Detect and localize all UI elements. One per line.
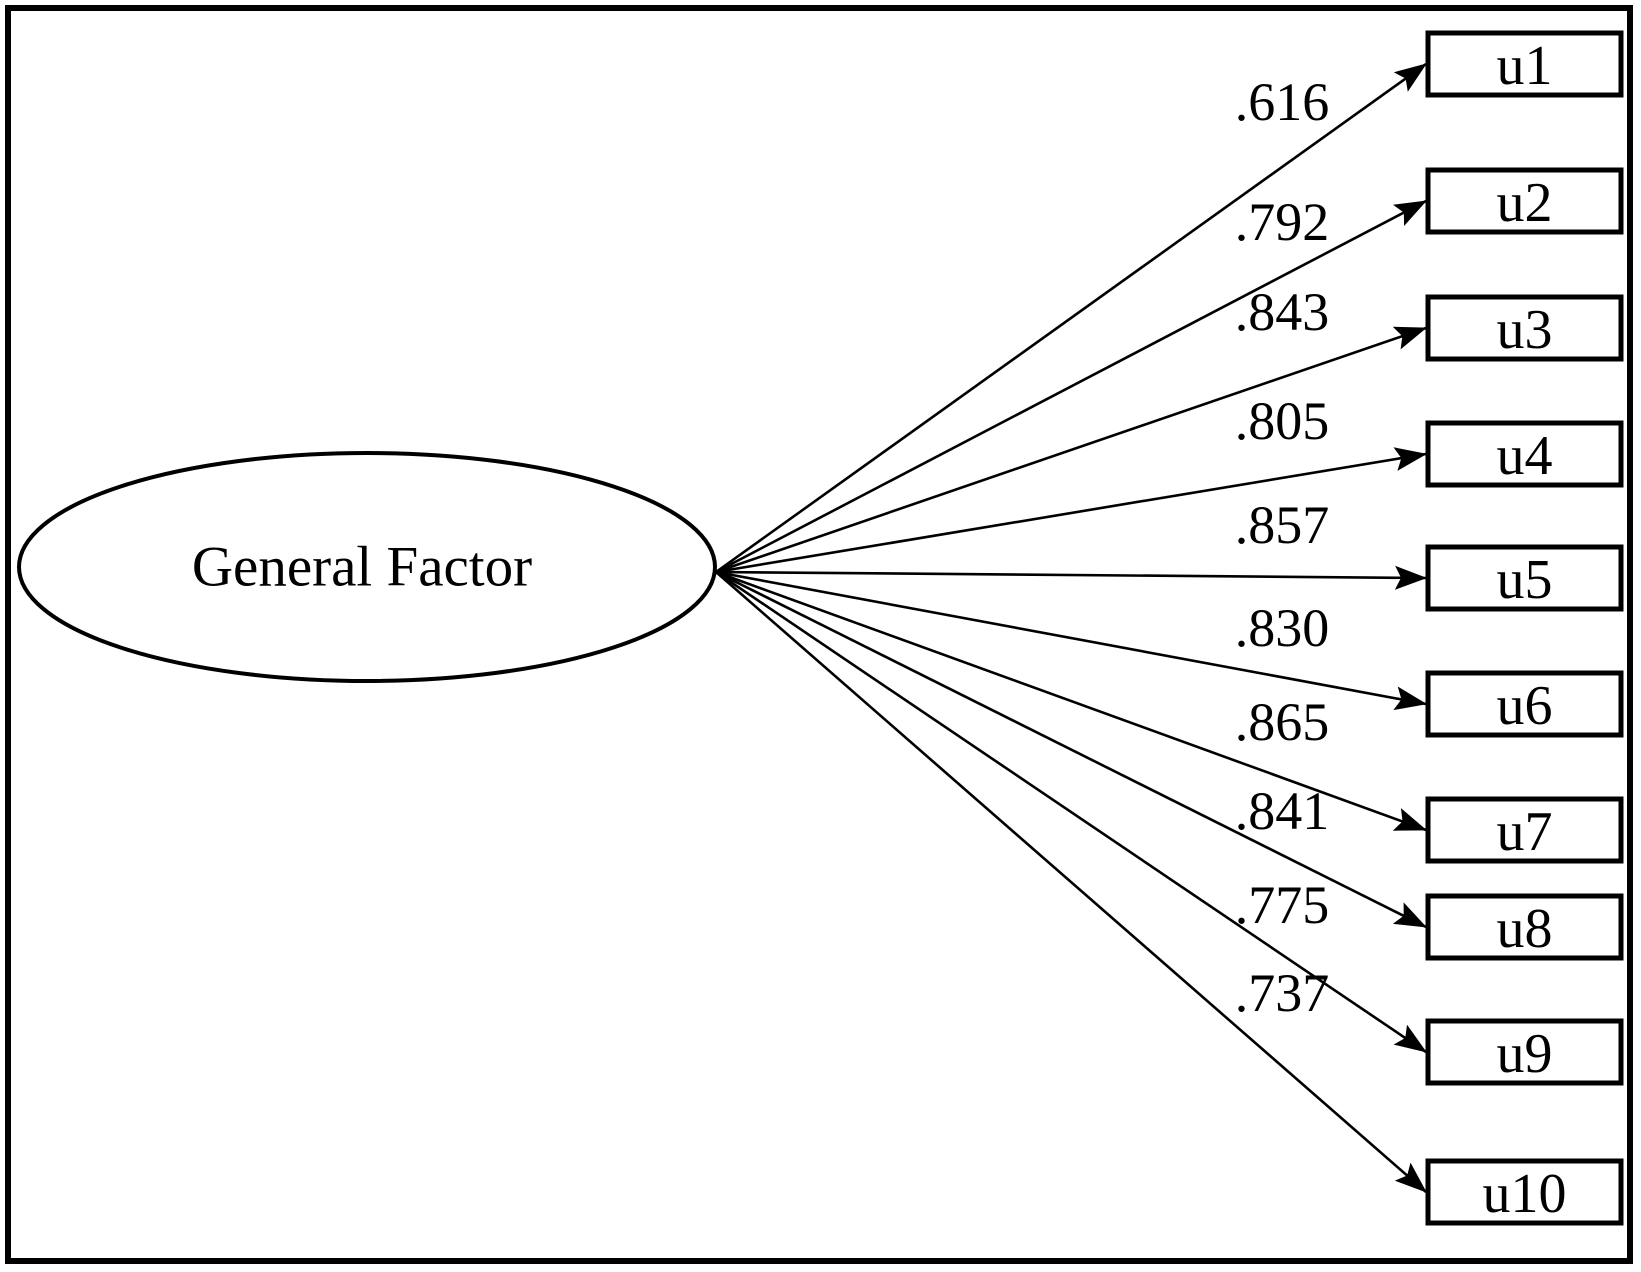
path-arrow-u8 (715, 570, 1427, 929)
indicator-box-u8 (1425, 893, 1624, 961)
indicator-box-u7 (1425, 796, 1624, 864)
loading-label-u8: .841 (1235, 781, 1330, 841)
indicator-box-u1 (1425, 30, 1624, 98)
loading-label-u1: .616 (1235, 72, 1330, 132)
indicator-label-u2: u2 (1497, 172, 1553, 234)
path-arrow-u2 (715, 199, 1427, 574)
indicator-label-u5: u5 (1497, 549, 1553, 611)
loading-labels-group: .616 .792 .843 .805 .857 .830 .865 .841 .775 .737 (1235, 72, 1330, 1023)
path-arrows-group (715, 62, 1427, 1193)
path-arrow-u5 (715, 565, 1427, 590)
indicator-label-u6: u6 (1497, 675, 1553, 737)
indicator-box-u10 (1425, 1158, 1624, 1226)
indicator-box-u3 (1425, 294, 1624, 362)
loading-label-u2: .792 (1235, 192, 1330, 252)
loading-label-u3: .843 (1235, 282, 1330, 342)
general-factor-ellipse (17, 451, 717, 683)
path-arrow-u3 (715, 326, 1427, 574)
path-arrow-u9 (715, 570, 1427, 1054)
indicator-box-u5 (1425, 544, 1624, 612)
indicator-label-u7: u7 (1497, 801, 1553, 863)
path-arrow-u1 (715, 62, 1427, 574)
indicator-label-u4: u4 (1497, 425, 1553, 487)
indicator-boxes-group: u1 u2 u3 u4 u5 u6 u7 u8 u9 u10 (1425, 30, 1624, 1226)
path-arrow-u6 (715, 570, 1427, 711)
indicator-box-u2 (1425, 167, 1624, 235)
loading-label-u5: .857 (1235, 495, 1330, 555)
indicator-box-u4 (1425, 420, 1624, 488)
loading-label-u7: .865 (1235, 692, 1330, 752)
indicator-label-u3: u3 (1497, 299, 1553, 361)
outer-frame-border (5, 5, 1633, 1264)
indicator-label-u9: u9 (1497, 1023, 1553, 1085)
indicator-box-u9 (1425, 1018, 1624, 1086)
path-arrow-u10 (715, 571, 1427, 1193)
indicator-label-u1: u1 (1497, 35, 1553, 97)
loading-label-u9: .775 (1235, 875, 1330, 935)
loading-label-u4: .805 (1235, 391, 1330, 451)
indicator-label-u8: u8 (1497, 898, 1553, 960)
indicator-box-u6 (1425, 670, 1624, 738)
path-arrow-u4 (715, 447, 1427, 574)
path-arrow-u7 (715, 570, 1427, 832)
loading-label-u10: .737 (1235, 963, 1330, 1023)
loading-label-u6: .830 (1235, 598, 1330, 658)
general-factor-label: General Factor (192, 536, 532, 599)
indicator-label-u10: u10 (1483, 1163, 1567, 1225)
